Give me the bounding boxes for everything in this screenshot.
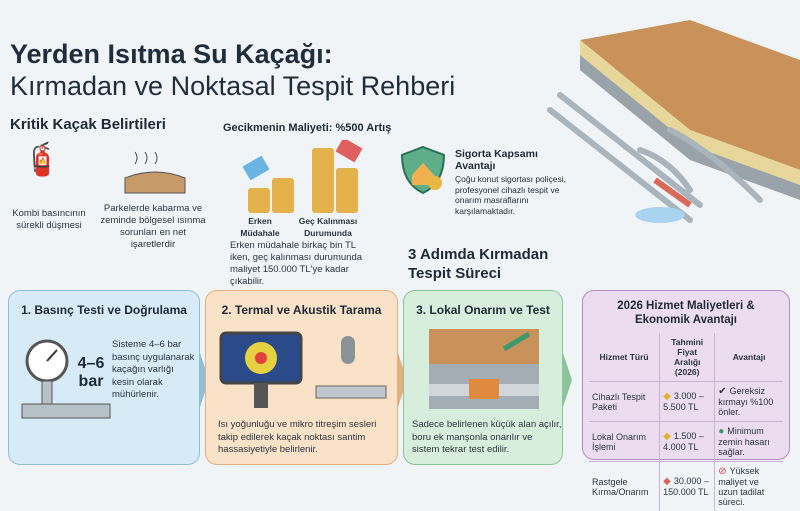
step-1-text: Sisteme 4–6 bar basınç uygulanarak kaçağ… [112,339,197,402]
microphone-icon [341,336,355,364]
table-row: Cihazlı Tespit Paketi◆3.000 – 5.500 TL✔G… [589,382,783,422]
price-tag-icon: ◆ [663,391,671,402]
advantage-cell: Minimum zemin hasarı sağlar. [718,426,770,457]
step-2-text: Isı yoğunluğu ve mikro titreşim sesleri … [218,419,398,457]
coins-illustration [240,140,370,215]
water-leak-puddle [635,207,685,223]
price-tag-icon: ◆ [663,476,671,487]
prohibited-icon: ⊘ [718,466,726,477]
step-arrow [562,350,572,410]
costs-title: 2026 Hizmet Maliyetleri & Ekonomik Avant… [589,299,783,327]
col-header-advantage: Avantajı [715,333,783,382]
title-line-2: Kırmadan ve Noktasal Tespit Rehberi [10,71,455,101]
step-1-title: 1. Basınç Testi ve Doğrulama [9,303,199,317]
col-header-price: Tahmini Fiyat Aralığı (2026) [660,333,715,382]
pressure-value: 4–6 bar [71,355,111,391]
table-row: Rastgele Kırma/Onarım◆30.000 – 150.000 T… [589,462,783,511]
insurance-heading: Sigorta Kapsamı Avantajı [455,148,555,172]
service-cell: Rastgele Kırma/Onarım [589,462,660,511]
step-3-text: Sadece belirlenen küçük alan açılır, bor… [412,419,562,457]
step-2-card: 2. Termal ve Akustik Tarama Isı yoğunluğ… [205,290,398,465]
step-2-title: 2. Termal ve Akustik Tarama [206,303,397,317]
service-cell: Lokal Onarım İşlemi [589,422,660,462]
warped-floor-icon [120,148,190,198]
service-cell: Cihazlı Tespit Paketi [589,382,660,422]
late-intervention-label: Geç Kalınması Durumunda [298,215,358,239]
local-repair-icon [429,329,539,409]
step-3-card: 3. Lokal Onarım ve Test Sadece belirlene… [403,290,563,465]
check-icon: ✔ [718,386,726,397]
boiler-icon: 🧯 [22,140,62,178]
insurance-shield-icon [400,145,446,195]
symptom-boiler-text: Kombi basıncının sürekli düşmesi [4,208,94,232]
insurance-text: Çoğu konut sigortası poliçesi, profesyon… [455,174,570,216]
process-heading: 3 Adımda Kırmadan Tespit Süreci [408,245,578,283]
table-row: Lokal Onarım İşlemi◆1.500 – 4.000 TL●Min… [589,422,783,462]
page-title: Yerden Isıtma Su Kaçağı:Kırmadan ve Nokt… [10,38,455,102]
symptoms-heading: Kritik Kaçak Belirtileri [10,116,166,133]
step-1-card: 1. Basınç Testi ve Doğrulama 4–6 bar Sis… [8,290,200,465]
step-3-title: 3. Lokal Onarım ve Test [404,303,562,317]
price-tag-icon: ◆ [663,431,671,442]
thermal-camera-icon [216,331,391,411]
delay-cost-description: Erken müdahale birkaç bin TL iken, geç k… [230,240,365,288]
col-header-service: Hizmet Türü [589,333,660,382]
leaf-icon: ● [718,426,724,437]
early-intervention-label: Erken Müdahale [240,215,280,239]
symptom-floor-text: Parkelerde kabarma ve zeminde bölgesel ı… [98,203,208,251]
title-line-1: Yerden Isıtma Su Kaçağı: [10,39,333,69]
costs-card: 2026 Hizmet Maliyetleri & Ekonomik Avant… [582,290,790,460]
delay-cost-heading: Gecikmenin Maliyeti: %500 Artış [223,122,391,134]
